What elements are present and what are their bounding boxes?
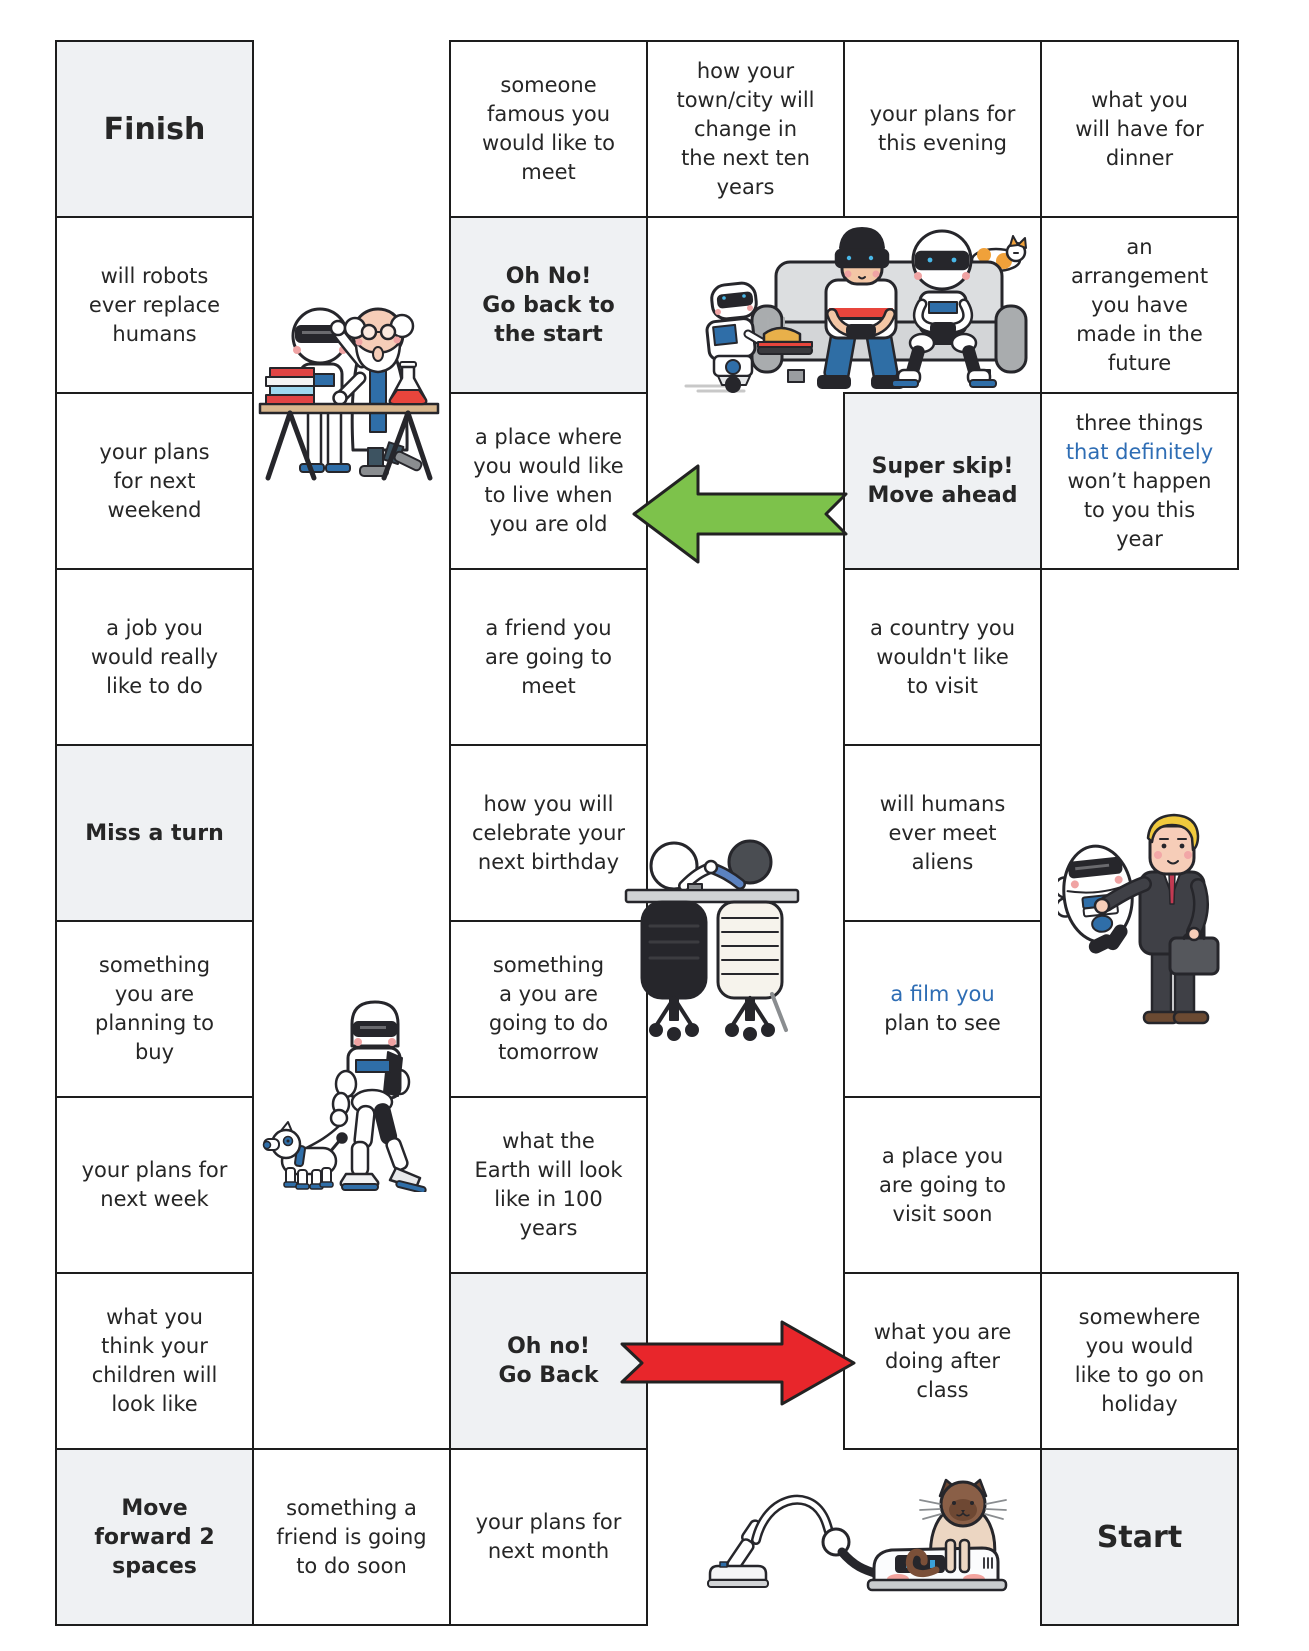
cell-oh-no-back-to-start: Oh No! Go back to the start — [449, 216, 648, 394]
red-arrow-right-icon — [618, 1316, 858, 1410]
cell-holiday: somewhere you would like to go on holida… — [1040, 1272, 1239, 1450]
cell-plans-next-weekend: your plans for next weekend — [55, 392, 254, 570]
cell-earth-100-years: what the Earth will look like in 100 yea… — [449, 1096, 648, 1274]
cell-film-plan-to-see: a film you plan to see — [843, 920, 1042, 1098]
cell-plans-this-evening: your plans for this evening — [843, 40, 1042, 218]
vacuum-robot-with-cat-illustration — [700, 1478, 1010, 1592]
cell-robots-replace-humans: will robots ever replace humans — [55, 216, 254, 394]
cell-finish: Finish — [55, 40, 254, 218]
cell-miss-a-turn: Miss a turn — [55, 744, 254, 922]
cell-arrangement-future: an arrangement you have made in the futu… — [1040, 216, 1239, 394]
cell-place-live-when-old: a place where you would like to live whe… — [449, 392, 648, 570]
cell-country-not-visit: a country you wouldn't like to visit — [843, 568, 1042, 746]
cell-someone-famous: someone famous you would like to meet — [449, 40, 648, 218]
cell-dinner: what you will have for dinner — [1040, 40, 1239, 218]
cell-place-visit-soon: a place you are going to visit soon — [843, 1096, 1042, 1274]
cell-plans-next-week: your plans for next week — [55, 1096, 254, 1274]
cell-town-city-change: how your town/city will change in the ne… — [646, 40, 845, 218]
cell-plans-next-month: your plans for next month — [449, 1448, 648, 1626]
cell-celebrate-birthday: how you will celebrate your next birthda… — [449, 744, 648, 922]
cell-children-look-like: what you think your children will look l… — [55, 1272, 254, 1450]
businessman-holding-robot-illustration — [1058, 812, 1220, 1026]
cell-move-forward-2: Move forward 2 spaces — [55, 1448, 254, 1626]
cell-friend-going-to-meet: a friend you are going to meet — [449, 568, 648, 746]
cell-oh-no-go-back: Oh no! Go Back — [449, 1272, 648, 1450]
cell-start: Start — [1040, 1448, 1239, 1626]
cell-planning-to-buy: something you are planning to buy — [55, 920, 254, 1098]
cell-humans-meet-aliens: will humans ever meet aliens — [843, 744, 1042, 922]
robot-job-interview-illustration — [622, 802, 802, 1052]
cell-friend-do-soon: something a friend is going to do soon — [252, 1448, 451, 1626]
cell-job-like-to-do: a job you would really like to do — [55, 568, 254, 746]
scientist-examining-robot-illustration — [256, 300, 442, 482]
cell-three-things: three things that definitely won’t happe… — [1040, 392, 1239, 570]
cell-do-tomorrow: something a you are going to do tomorrow — [449, 920, 648, 1098]
vr-gaming-couch-robot-illustration — [648, 222, 1034, 394]
cell-doing-after-class: what you are doing after class — [843, 1272, 1042, 1450]
cell-super-skip: Super skip! Move ahead — [843, 392, 1042, 570]
green-arrow-left-icon — [630, 458, 850, 570]
robot-walking-robot-dog-illustration — [260, 1000, 428, 1192]
